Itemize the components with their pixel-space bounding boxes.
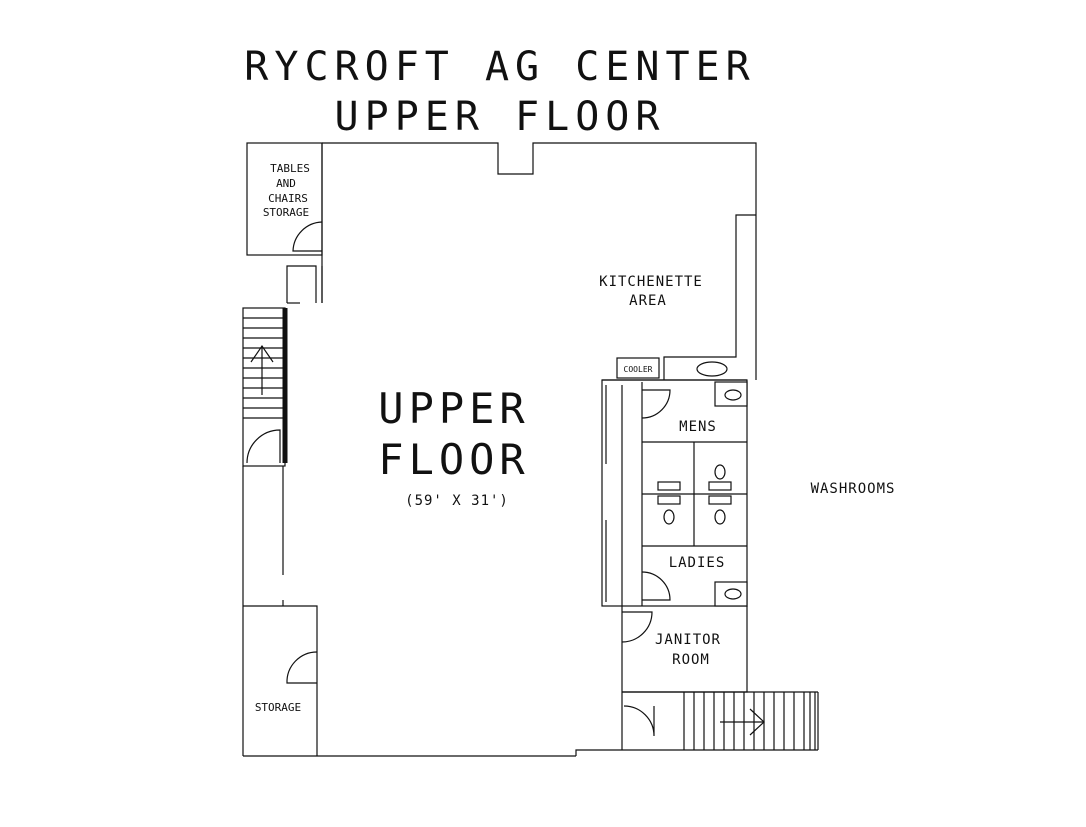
toilet-tank-2 bbox=[708, 481, 732, 491]
janitor-label-1: JANITOR bbox=[655, 632, 721, 648]
plan-title-line2: UPPER FLOOR bbox=[335, 94, 666, 140]
tables-storage-label-4: STORAGE bbox=[263, 206, 309, 219]
kitchenette-label-1: KITCHENETTE bbox=[599, 274, 703, 290]
mens-label: MENS bbox=[679, 419, 717, 435]
washrooms-block: MENS LADIES bbox=[601, 379, 748, 607]
storage-label: STORAGE bbox=[255, 701, 301, 714]
mens-door[interactable] bbox=[641, 389, 671, 419]
ladies-sink-icon bbox=[724, 588, 742, 600]
toilet-icon-2 bbox=[714, 464, 726, 480]
tables-storage-door[interactable] bbox=[292, 221, 323, 252]
janitor-label-2: ROOM bbox=[672, 652, 710, 668]
kitchenette-area: KITCHENETTE AREA COOLER bbox=[599, 214, 756, 380]
main-hall-label-1: UPPER bbox=[378, 384, 529, 433]
ladies-label: LADIES bbox=[669, 555, 726, 571]
cooler bbox=[616, 357, 660, 379]
east-stair-door[interactable] bbox=[623, 705, 655, 737]
janitor-door[interactable] bbox=[621, 611, 653, 643]
toilet-icon-3 bbox=[714, 509, 726, 525]
tables-storage-label-3: CHAIRS bbox=[268, 192, 308, 205]
tables-chairs-storage-room: TABLES AND CHAIRS STORAGE bbox=[246, 142, 323, 256]
kitchenette-label-2: AREA bbox=[629, 293, 667, 309]
stair-exit-arrow-icon bbox=[749, 708, 765, 736]
stair-closet bbox=[286, 265, 323, 304]
toilet-icon-1 bbox=[663, 509, 675, 525]
ladies-door[interactable] bbox=[641, 571, 671, 601]
storage-room: STORAGE bbox=[243, 600, 318, 756]
kitchen-sink-icon bbox=[696, 361, 728, 377]
cooler-label: COOLER bbox=[624, 365, 653, 374]
mens-sink-icon bbox=[724, 389, 742, 401]
tables-storage-label-2: AND bbox=[276, 177, 296, 190]
stair-door[interactable] bbox=[246, 429, 281, 464]
main-hall: UPPER FLOOR (59' X 31') bbox=[378, 384, 529, 509]
toilet-tank-1 bbox=[657, 481, 681, 491]
storage-door[interactable] bbox=[286, 651, 318, 684]
washrooms-label: WASHROOMS bbox=[811, 481, 896, 497]
main-hall-label-2: FLOOR bbox=[378, 435, 529, 484]
tables-storage-label-1: TABLES bbox=[270, 162, 310, 175]
main-hall-dimensions: (59' X 31') bbox=[405, 493, 509, 509]
west-stairwell bbox=[242, 307, 288, 756]
plan-title-line1: RYCROFT AG CENTER bbox=[244, 44, 755, 90]
east-stairwell bbox=[622, 691, 819, 751]
